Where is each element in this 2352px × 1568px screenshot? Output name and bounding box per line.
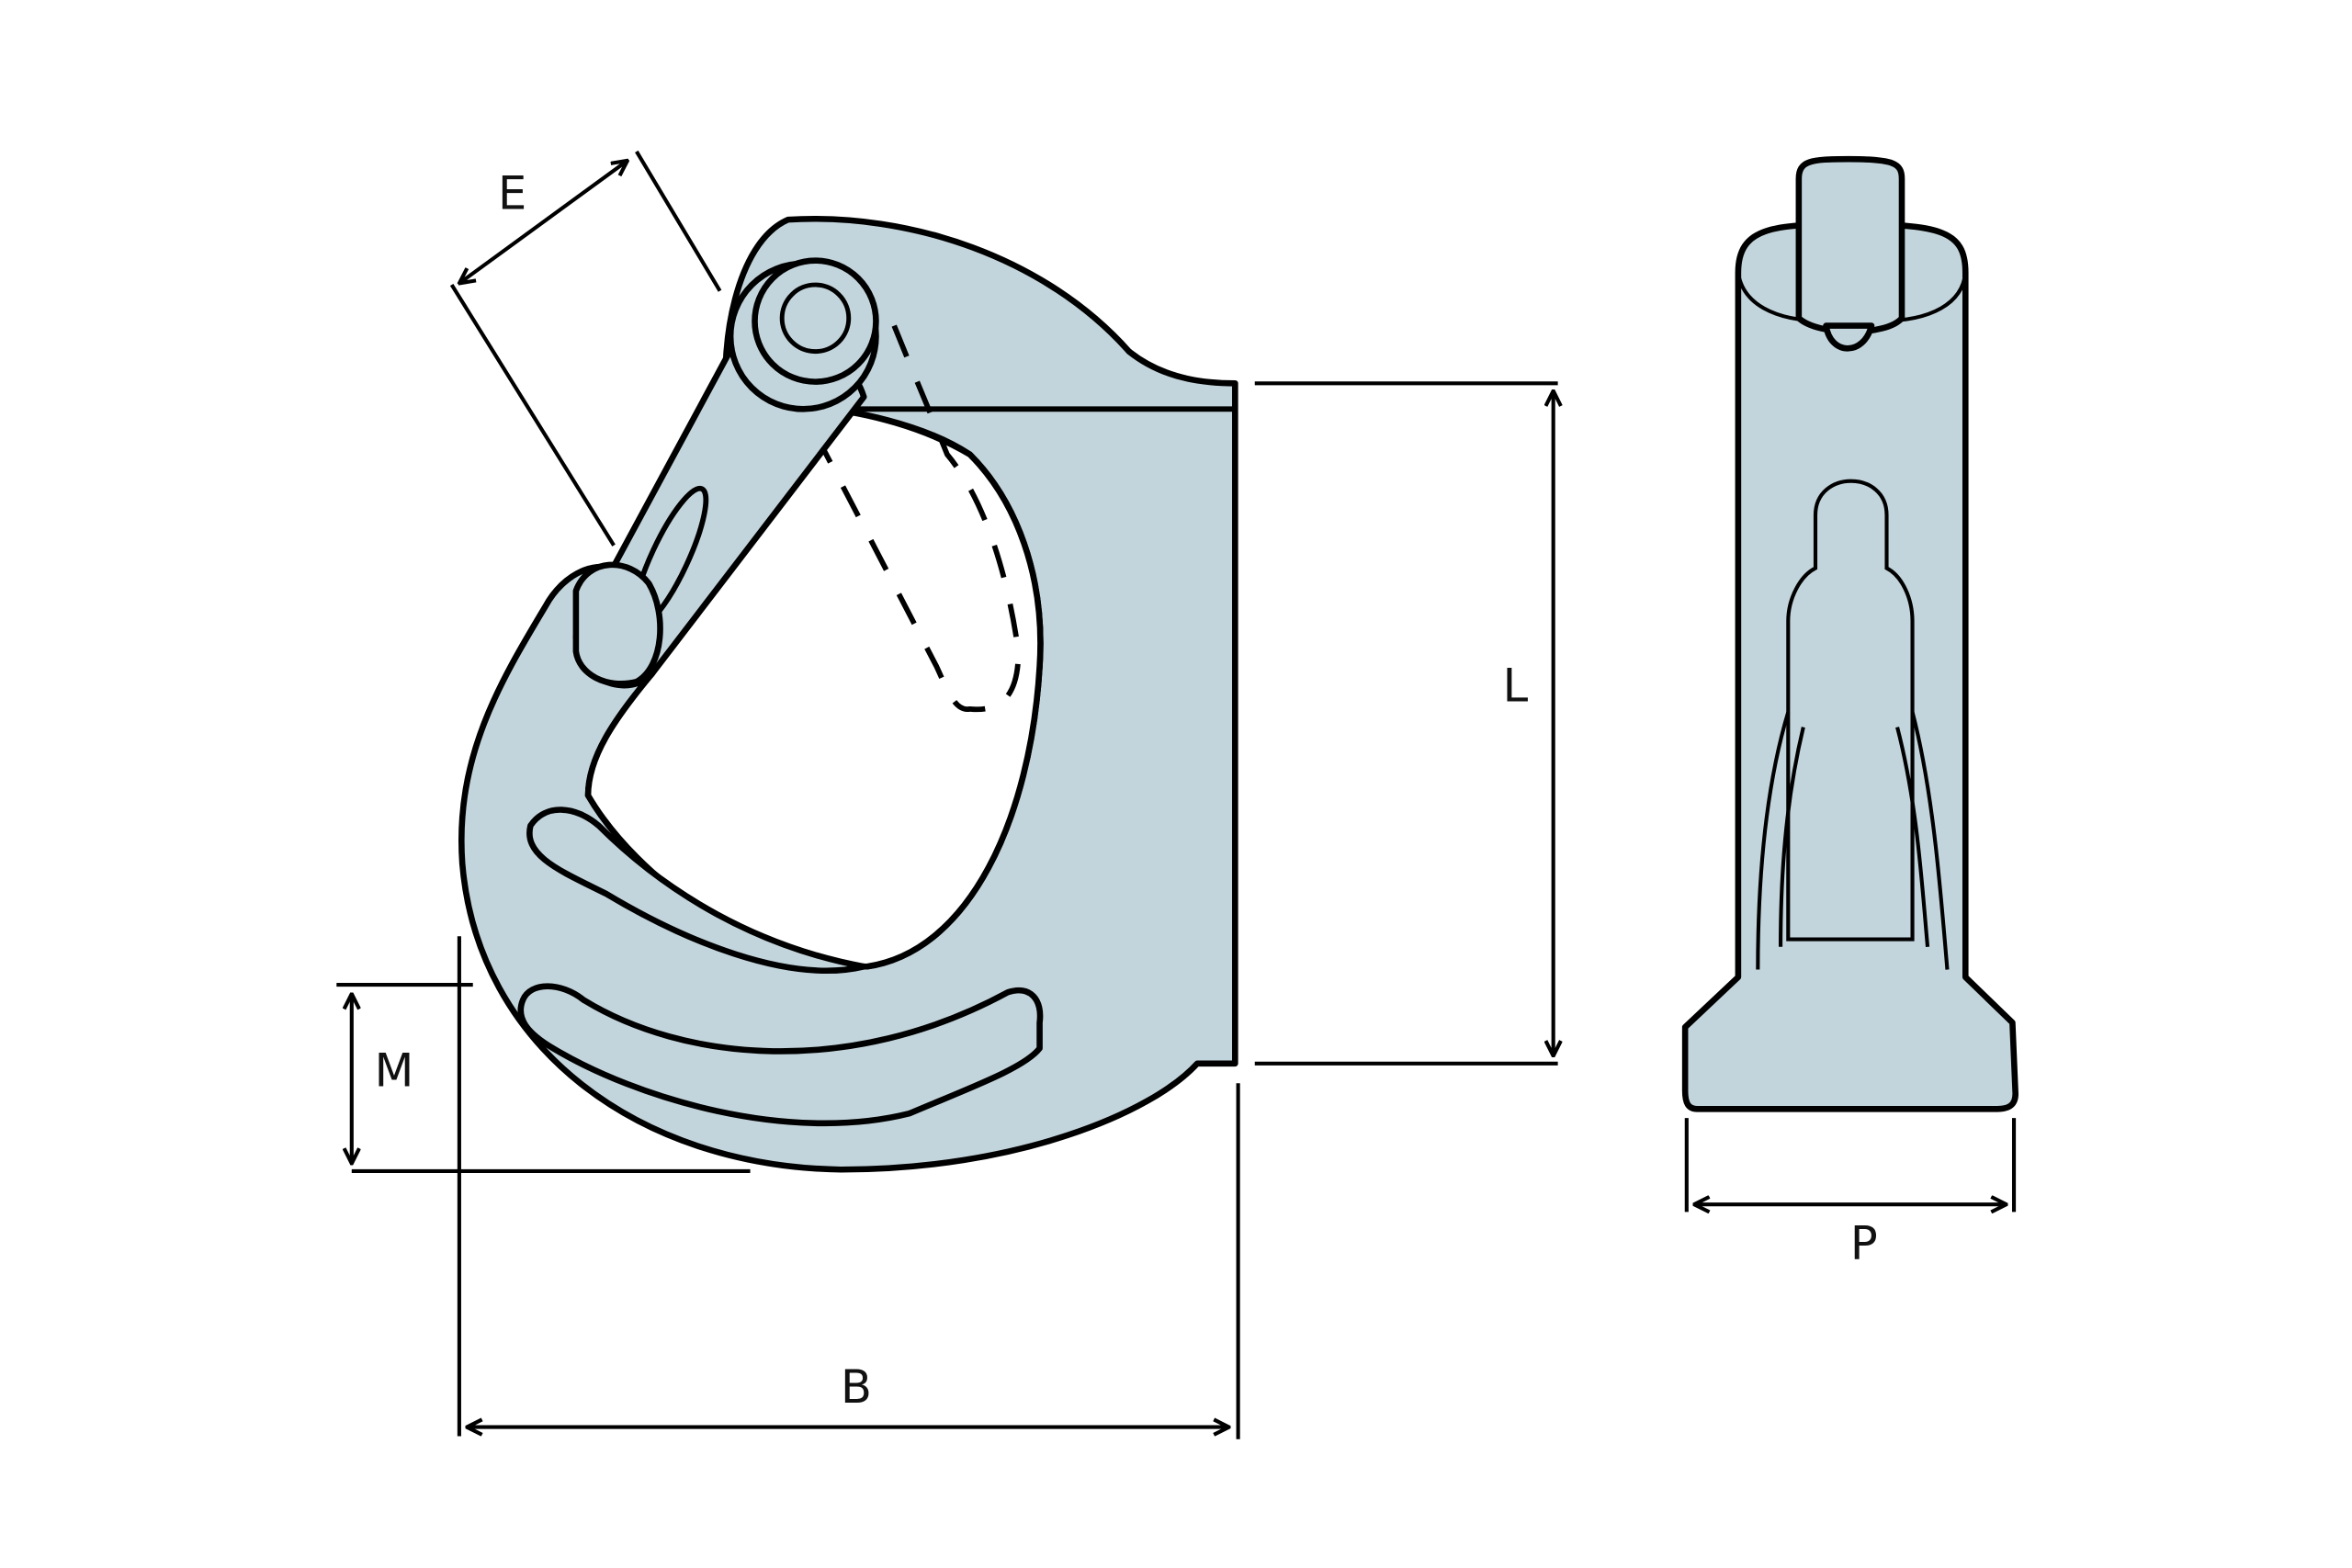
pivot-ring — [752, 257, 879, 385]
dimension-l: L — [1254, 381, 1558, 1066]
dimension-b: B — [457, 936, 1240, 1439]
dimension-e: E — [449, 150, 722, 547]
dimension-p: P — [1684, 1118, 2017, 1270]
side-body — [1681, 220, 2018, 1112]
latch-open-position-dashed — [816, 324, 1022, 713]
side-latch-tab — [1795, 155, 1905, 335]
dimension-label-p: P — [1850, 1217, 1878, 1270]
pivot-pin — [779, 282, 852, 355]
side-latch-nub — [1823, 322, 1875, 352]
groove-lower — [517, 983, 1044, 1127]
hook-tip — [572, 561, 663, 687]
side-groove-lines — [1756, 711, 1950, 970]
dimension-label-b: B — [841, 1360, 872, 1414]
dimension-label-m: M — [375, 1044, 414, 1098]
hook-front-view — [458, 216, 1238, 1173]
groove-upper — [526, 807, 867, 974]
dimension-label-l: L — [1503, 660, 1529, 713]
hook-side-view — [1681, 155, 2018, 1112]
side-throat-slot — [1786, 479, 1915, 942]
dimension-m: M — [336, 982, 751, 1173]
dimension-label-e: E — [498, 167, 526, 220]
